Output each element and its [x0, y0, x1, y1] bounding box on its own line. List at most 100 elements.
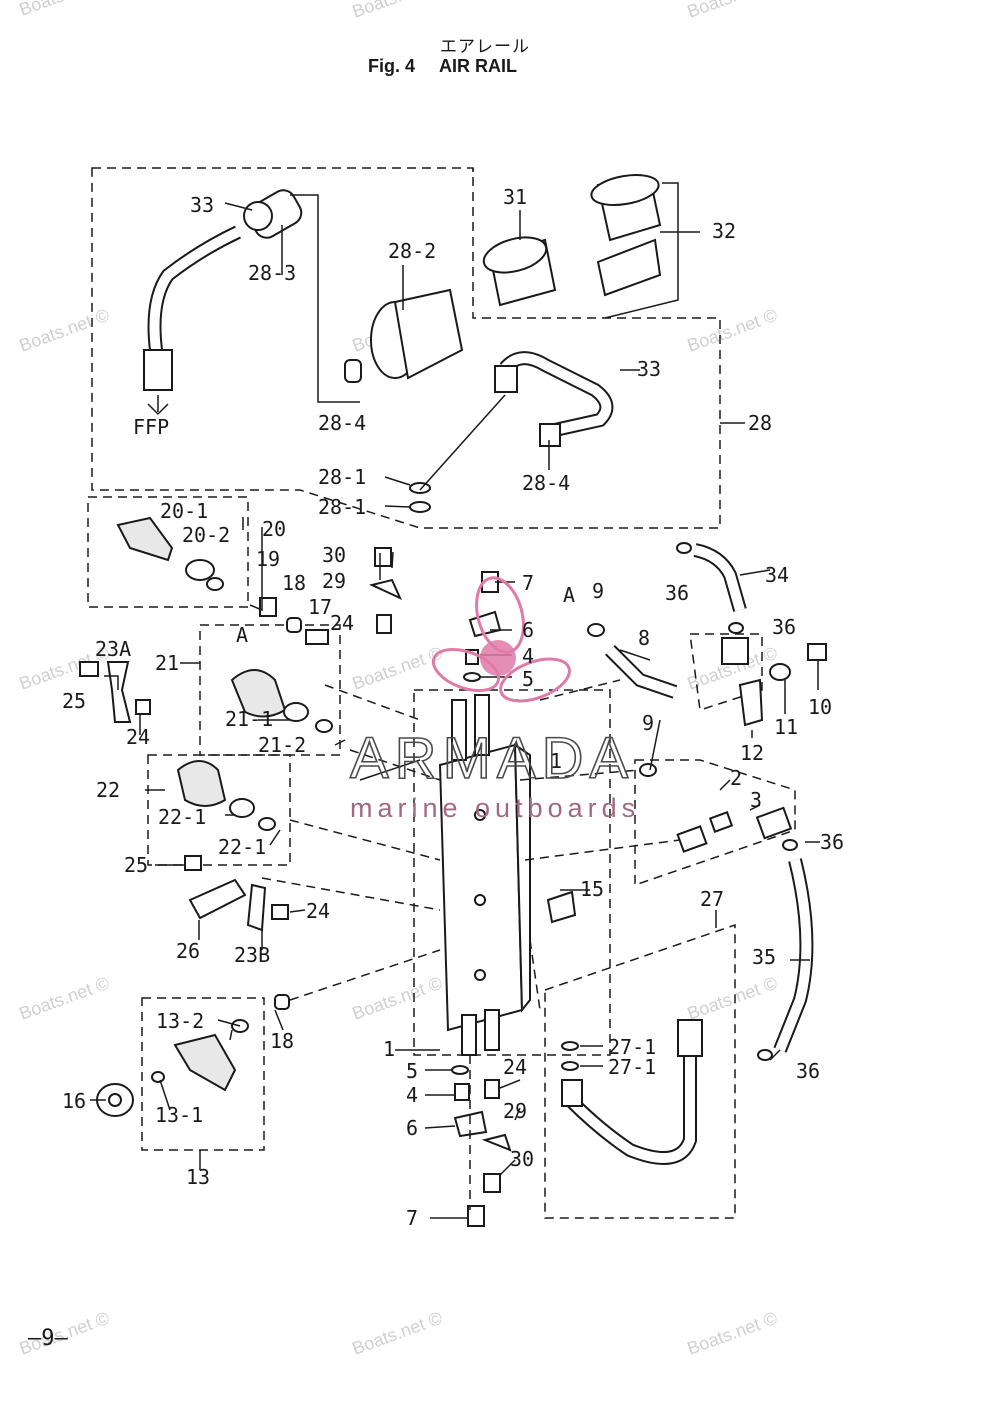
callout-a: A [563, 583, 575, 607]
callout-29: 29 [503, 1099, 527, 1123]
screw-17 [305, 629, 329, 645]
brand-watermark: ARMADA marine outboards [349, 576, 640, 823]
collar-24 [376, 614, 392, 634]
o-ring-22-1 [258, 817, 276, 831]
watermark-text: Boats.net © [685, 305, 780, 356]
sensor-20 [116, 516, 224, 591]
group-2-3-outline [634, 759, 796, 887]
callout-5: 5 [406, 1059, 418, 1083]
callout-28-1: 28-1 [318, 495, 366, 519]
callout-10: 10 [808, 695, 832, 719]
clip-36 [757, 1049, 773, 1061]
o-ring-28-1 [409, 501, 431, 513]
group-13-outline [141, 997, 265, 1151]
callout-9: 9 [592, 579, 604, 603]
title-japanese: エアレール [440, 37, 530, 57]
callout-3: 3 [750, 788, 762, 812]
nut-24 [135, 699, 151, 715]
sensor-body [116, 516, 174, 562]
brand-tagline: marine outboards [350, 793, 640, 823]
spacer-18 [274, 994, 290, 1010]
callout-a: A [236, 623, 248, 647]
callout-5: 5 [522, 667, 534, 691]
callout-35: 35 [752, 945, 776, 969]
rail-port [474, 809, 486, 821]
nut-3 [708, 811, 734, 833]
plug-4 [454, 1083, 470, 1101]
callout-7: 7 [406, 1206, 418, 1230]
fuel-pipe-28-3 [143, 189, 303, 416]
plate-15 [546, 890, 577, 924]
washer-hole [108, 1093, 122, 1107]
group-20-outline [87, 496, 249, 608]
callout-24: 24 [126, 725, 150, 749]
o-ring-20-2 [206, 577, 224, 591]
brand-name: ARMADA [350, 726, 634, 791]
hose-fitting [677, 1019, 703, 1057]
bolt-7 [467, 1205, 485, 1227]
nut-19 [259, 597, 277, 617]
rail-stud [451, 699, 467, 761]
callout-27-1: 27-1 [608, 1055, 656, 1079]
regulator-21 [230, 669, 333, 733]
callout-22-1: 22-1 [158, 805, 206, 829]
callout-1: 1 [550, 749, 562, 773]
collar-24 [484, 1079, 500, 1099]
callout-13-2: 13-2 [156, 1009, 204, 1033]
hose-fitting [494, 365, 518, 393]
valve-body [173, 1033, 237, 1092]
clamp-9 [587, 623, 605, 637]
callout-28: 28 [748, 411, 772, 435]
figure-number: Fig. 4 [368, 56, 416, 76]
callout-17: 17 [308, 595, 332, 619]
air-rail-body-1 [438, 694, 531, 1056]
o-ring-22-1 [229, 798, 255, 818]
bolt-25 [79, 661, 99, 677]
callout-22-1: 22-1 [218, 835, 266, 859]
callout-36: 36 [796, 1059, 820, 1083]
bracket-rim [590, 174, 660, 206]
filter-body [393, 288, 464, 380]
callout-21-1: 21-1 [225, 707, 273, 731]
o-ring-21-1 [283, 702, 309, 722]
rail-stud [461, 1014, 477, 1056]
bolt-30 [374, 547, 392, 567]
hose-nut [561, 1079, 583, 1107]
bracket-23a [106, 661, 132, 723]
leader-lines [90, 182, 820, 1219]
callout-36: 36 [772, 615, 796, 639]
callout-6: 6 [406, 1116, 418, 1140]
callout-24: 24 [306, 899, 330, 923]
callout-20-2: 20-2 [182, 523, 230, 547]
callout-29: 29 [322, 569, 346, 593]
callout-4: 4 [522, 644, 534, 668]
watermark-text: Boats.net © [350, 1308, 445, 1359]
o-ring-27-1 [561, 1041, 579, 1051]
callout-4: 4 [406, 1083, 418, 1107]
callout-24: 24 [330, 611, 354, 635]
callout-labels: 33 28-3 28-2 31 32 33 28 28-4 28-4 FFP 2… [62, 185, 844, 1230]
callout-21-2: 21-2 [258, 733, 306, 757]
callout-28-4: 28-4 [318, 411, 366, 435]
o-ring-5 [463, 672, 481, 682]
callout-20: 20 [262, 517, 286, 541]
clip-36 [676, 542, 692, 554]
clip-29 [481, 1133, 512, 1152]
group-28-outline [91, 167, 721, 529]
fitting-2 [676, 825, 708, 853]
callout-23b: 23B [234, 943, 270, 967]
propeller-logo-icon [431, 576, 571, 703]
callout-30: 30 [322, 543, 346, 567]
bolt-30 [483, 1173, 501, 1193]
bolt-10 [807, 643, 827, 661]
hose-28 [494, 351, 614, 447]
band-rim [482, 236, 548, 274]
watermark-text: Boats.net © [350, 643, 445, 694]
bracket-plate [596, 238, 662, 297]
watermark-text: Boats.net © [685, 973, 780, 1024]
callout-24: 24 [503, 1055, 527, 1079]
callout-27: 27 [700, 887, 724, 911]
callout-12: 12 [740, 741, 764, 765]
watermark-text: Boats.net © [685, 0, 780, 22]
